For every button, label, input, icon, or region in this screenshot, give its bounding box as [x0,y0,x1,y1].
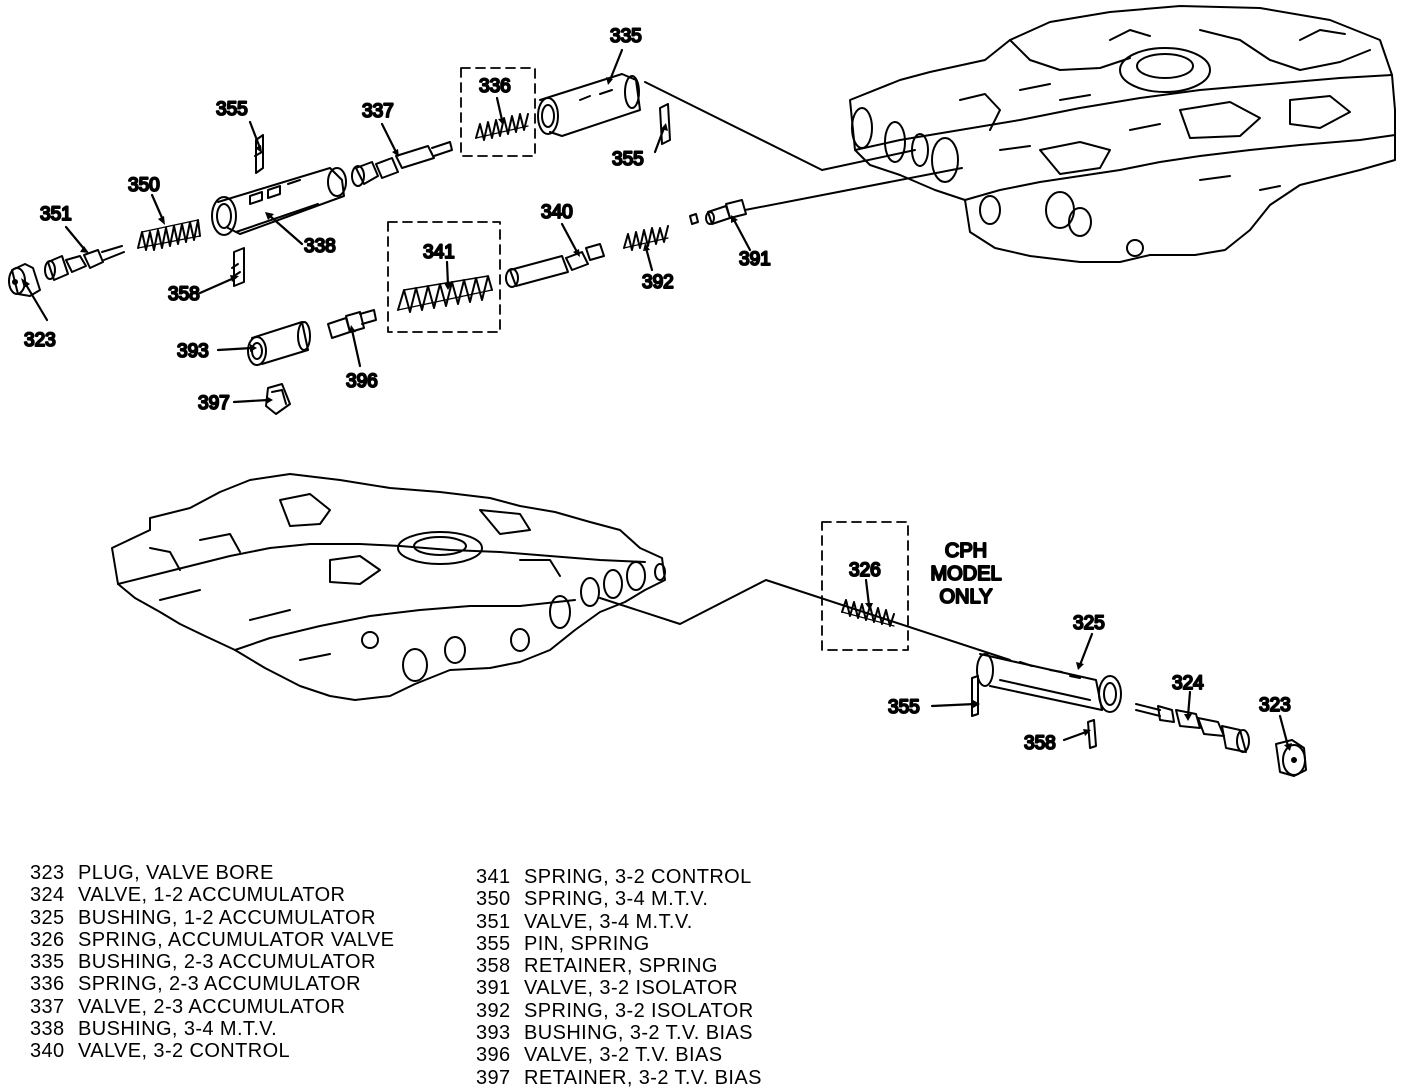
part-341-spring [397,275,493,313]
exploded-valve-diagram: 323 351 350 358 355 338 337 336 335 355 … [8,5,1396,777]
part-355-pin-bottom [971,675,979,717]
callout-392: 392 [642,272,674,293]
callout-340: 340 [541,202,573,223]
callout-338: 338 [304,236,336,257]
part-336-spring [475,113,529,141]
callout-355-bottom: 355 [888,697,920,718]
part-355-pin-top [254,134,264,174]
part-393-bushing [247,321,311,366]
part-338-bushing [211,167,347,236]
part-324-valve [1135,703,1250,753]
part-391-valve [689,199,747,225]
box-326-cph [821,521,909,651]
note-cph-line3: ONLY [940,586,993,608]
callout-325: 325 [1073,613,1105,634]
valve-body-lower [111,473,666,701]
part-326-spring [841,599,895,627]
callout-358-bottom: 358 [1024,733,1056,754]
part-351-valve [44,245,125,281]
callout-358-top: 358 [168,284,200,305]
part-340-valve [505,243,605,288]
part-392-spring [623,225,669,251]
part-337-valve [351,141,453,187]
callout-336: 336 [479,76,511,97]
callout-351: 351 [40,204,72,225]
leader-335-to-body [644,81,916,171]
part-358-retainer-bottom [1087,719,1097,749]
callout-350: 350 [128,175,160,196]
callout-leaders [23,48,1290,748]
part-358-retainer-top [231,247,245,287]
callout-323-bottom: 323 [1259,695,1291,716]
valve-body-upper [849,5,1396,263]
part-325-bushing [976,653,1122,713]
callout-397: 397 [198,393,230,414]
note-cph-line1: CPH [945,540,987,562]
box-336 [460,67,536,157]
callout-324: 324 [1172,673,1204,694]
part-355-pin-right [659,103,671,145]
callout-341: 341 [423,242,455,263]
callout-337: 337 [362,101,394,122]
callout-391: 391 [739,249,771,270]
part-323-plug-bottom [1275,739,1307,777]
part-350-spring [137,219,201,251]
note-cph-line2: MODEL [930,563,1001,585]
callout-335: 335 [610,26,642,47]
callout-396: 396 [346,371,378,392]
callout-326: 326 [849,560,881,581]
callout-323-top: 323 [24,330,56,351]
part-323-plug-top [8,263,41,297]
callout-355-top: 355 [216,99,248,120]
callout-355-right: 355 [612,149,644,170]
callout-393: 393 [177,341,209,362]
part-335-bushing [537,73,641,137]
box-341 [387,221,501,333]
leader-391-to-body [744,167,963,211]
